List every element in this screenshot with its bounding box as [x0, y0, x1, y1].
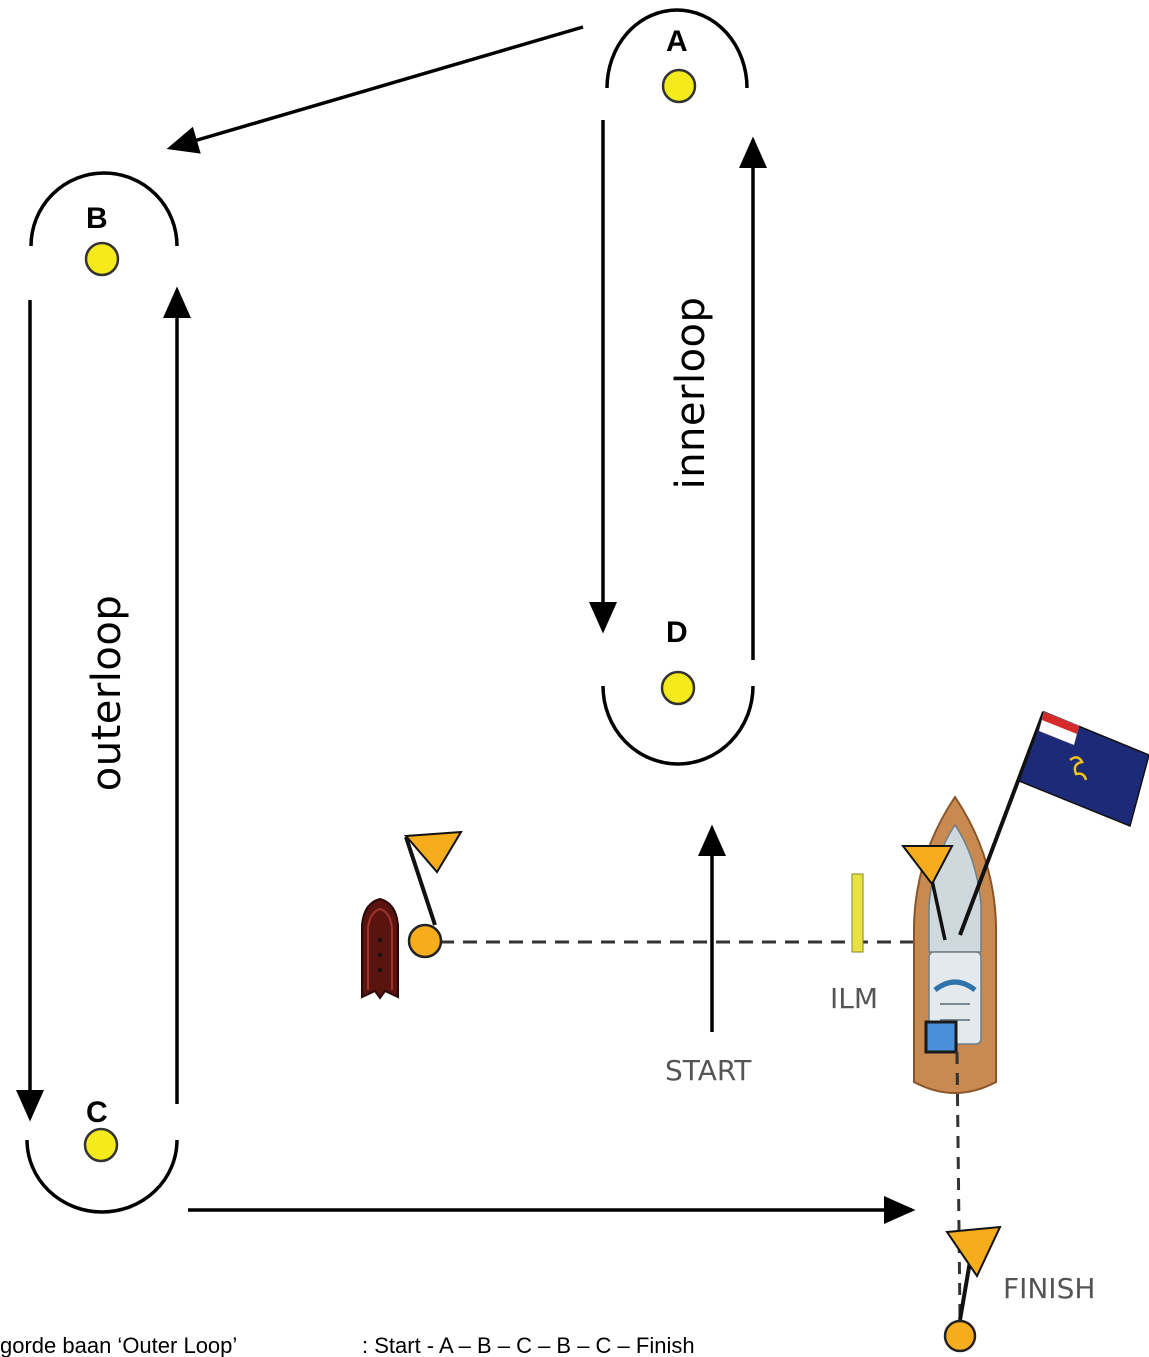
outer-loop-label: outerloop: [84, 595, 130, 792]
mark-d-rounding-arc: [601, 685, 755, 766]
course-name: gorde baan ‘Outer Loop’: [0, 1333, 238, 1357]
mark-c-rounding-arc: [25, 1139, 179, 1214]
committee-start-flag: [900, 845, 954, 941]
pin-end-flag: [403, 830, 463, 959]
committee-flag: [958, 711, 1149, 936]
mark-a-rounding-arc: [605, 8, 749, 89]
start-label: START: [665, 1054, 752, 1087]
mark-b-label: B: [86, 202, 108, 235]
mark-c-buoy: [83, 1127, 119, 1163]
a-to-b-arrow: [166, 25, 584, 154]
mark-d-buoy: [660, 670, 696, 706]
mark-b-buoy: [84, 241, 120, 277]
mark-b-rounding-arc: [29, 171, 179, 247]
committee-boat-box: [924, 1020, 958, 1054]
inner-loop-label: innerloop: [668, 297, 714, 490]
mark-d-label: D: [666, 616, 688, 649]
inner-loop: [589, 8, 767, 766]
ilm-label: ILM: [830, 982, 878, 1015]
outer-loop: [16, 171, 191, 1214]
finish-line: [955, 1051, 962, 1319]
pin-end-dinghy: [361, 897, 399, 1000]
course-description: gorde baan ‘Outer Loop’ : Start - A – B …: [0, 1333, 900, 1357]
finish-label: FINISH: [1003, 1272, 1095, 1305]
mark-a-buoy: [661, 68, 697, 104]
mark-c-label: C: [86, 1096, 108, 1129]
course-order: : Start - A – B – C – B – C – Finish: [362, 1333, 695, 1357]
ilm-marker: [851, 873, 864, 953]
finish-buoy: [943, 1319, 977, 1353]
buoys: [83, 68, 697, 1163]
finish-flag: [943, 1225, 1002, 1353]
mark-a-label: A: [666, 25, 688, 58]
